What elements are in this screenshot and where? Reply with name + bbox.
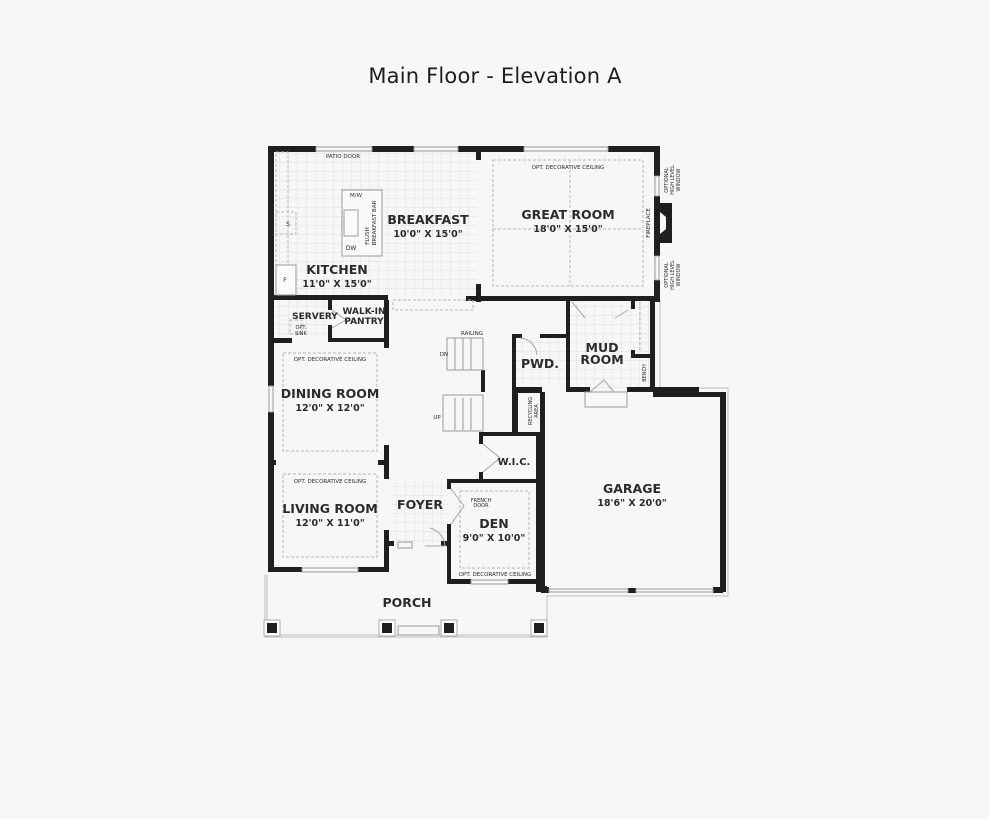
foyer-tile-floor xyxy=(391,478,448,546)
annotation-mw: M/W xyxy=(350,193,363,199)
room-label-servery: SERVERY xyxy=(292,312,338,322)
room-dims-breakfast: 10'0" X 15'0" xyxy=(393,229,462,240)
annotation-opt-ceiling-dining: OPT. DECORATIVE CEILING xyxy=(294,357,367,363)
annotation-fireplace: FIREPLACE xyxy=(646,208,652,238)
annotation-fridge: F xyxy=(283,277,287,284)
room-dims-garage: 18'6" X 20'0" xyxy=(597,498,666,509)
svg-text:HIGH LEVEL: HIGH LEVEL xyxy=(670,165,676,195)
annotation-dw: DW xyxy=(346,245,357,252)
room-label-porch: PORCH xyxy=(382,595,431,610)
room-label-foyer: FOYER xyxy=(397,497,443,512)
annotation-flush-bar-2: BREAKFAST BAR xyxy=(372,200,378,245)
annotation-patio-door: PATIO DOOR xyxy=(326,154,360,160)
room-label-dining-room: DINING ROOM xyxy=(281,386,380,401)
room-dims-den: 9'0" X 10'0" xyxy=(463,533,526,544)
svg-text:HIGH LEVEL: HIGH LEVEL xyxy=(670,260,676,290)
servery-tile-floor xyxy=(276,300,331,338)
annotation-opt-window-top: OPTIONAL HIGH LEVEL WINDOW xyxy=(664,165,682,195)
room-label-mud-room-2: ROOM xyxy=(580,352,623,367)
svg-text:OPTIONAL: OPTIONAL xyxy=(664,262,670,288)
room-label-living-room: LIVING ROOM xyxy=(282,501,377,516)
stairs xyxy=(442,337,484,432)
annotation-up: UP xyxy=(433,415,441,421)
svg-text:WINDOW: WINDOW xyxy=(676,169,682,192)
svg-text:OPTIONAL: OPTIONAL xyxy=(664,167,670,193)
annotation-french-door-1: FRENCH xyxy=(471,498,492,504)
annotation-opt-window-bottom: OPTIONAL HIGH LEVEL WINDOW xyxy=(664,260,682,290)
annotation-opt-ceiling-great: OPT. DECORATIVE CEILING xyxy=(532,165,605,171)
room-label-den: DEN xyxy=(479,516,508,531)
room-label-kitchen: KITCHEN xyxy=(306,262,368,277)
annotation-opt-sink-2: SINK xyxy=(295,331,307,337)
annotation-stove: S xyxy=(286,221,290,228)
room-dims-great-room: 18'0" X 15'0" xyxy=(533,224,602,235)
annotation-recycling-1: RECYCLING xyxy=(528,397,534,425)
room-label-great-room: GREAT ROOM xyxy=(521,207,614,222)
room-label-pwd: PWD. xyxy=(521,356,559,371)
annotation-recycling-2: AREA xyxy=(534,404,540,418)
annotation-dn: DN xyxy=(440,352,448,358)
room-label-mud-room-1: MUD xyxy=(586,340,619,355)
room-label-pantry-1: WALK-IN xyxy=(342,307,385,317)
decorative-ceilings xyxy=(275,151,644,569)
svg-text:WINDOW: WINDOW xyxy=(676,264,682,287)
annotation-opt-ceiling-den: OPT. DECORATIVE CEILING xyxy=(459,572,532,578)
annotation-opt-ceiling-living: OPT. DECORATIVE CEILING xyxy=(294,479,367,485)
kitchen-island xyxy=(341,189,383,257)
room-label-wic: W.I.C. xyxy=(498,457,531,468)
room-label-pantry-2: PANTRY xyxy=(344,317,384,327)
fridge xyxy=(275,264,297,296)
room-dims-kitchen: 11'0" X 15'0" xyxy=(302,279,371,290)
annotation-opt-sink-1: OPT. xyxy=(295,325,306,331)
walls xyxy=(268,146,726,593)
annotation-french-door-2: DOOR xyxy=(473,503,489,509)
room-dims-dining-room: 12'0" X 12'0" xyxy=(295,403,364,414)
annotation-bench: BENCH xyxy=(642,364,648,382)
porch-columns xyxy=(263,619,548,637)
door-swings xyxy=(331,301,629,547)
kitchen-fixtures xyxy=(275,189,383,296)
floor-plan-title: Main Floor - Elevation A xyxy=(368,64,622,88)
room-label-garage: GARAGE xyxy=(603,481,661,496)
room-label-breakfast: BREAKFAST xyxy=(387,212,469,227)
annotation-flush-bar-1: FLUSH xyxy=(365,227,371,245)
pwd-tile-floor xyxy=(515,337,565,387)
annotation-railing: RAILING xyxy=(461,331,483,337)
windows xyxy=(268,146,714,636)
room-dims-living-room: 12'0" X 11'0" xyxy=(295,518,364,529)
